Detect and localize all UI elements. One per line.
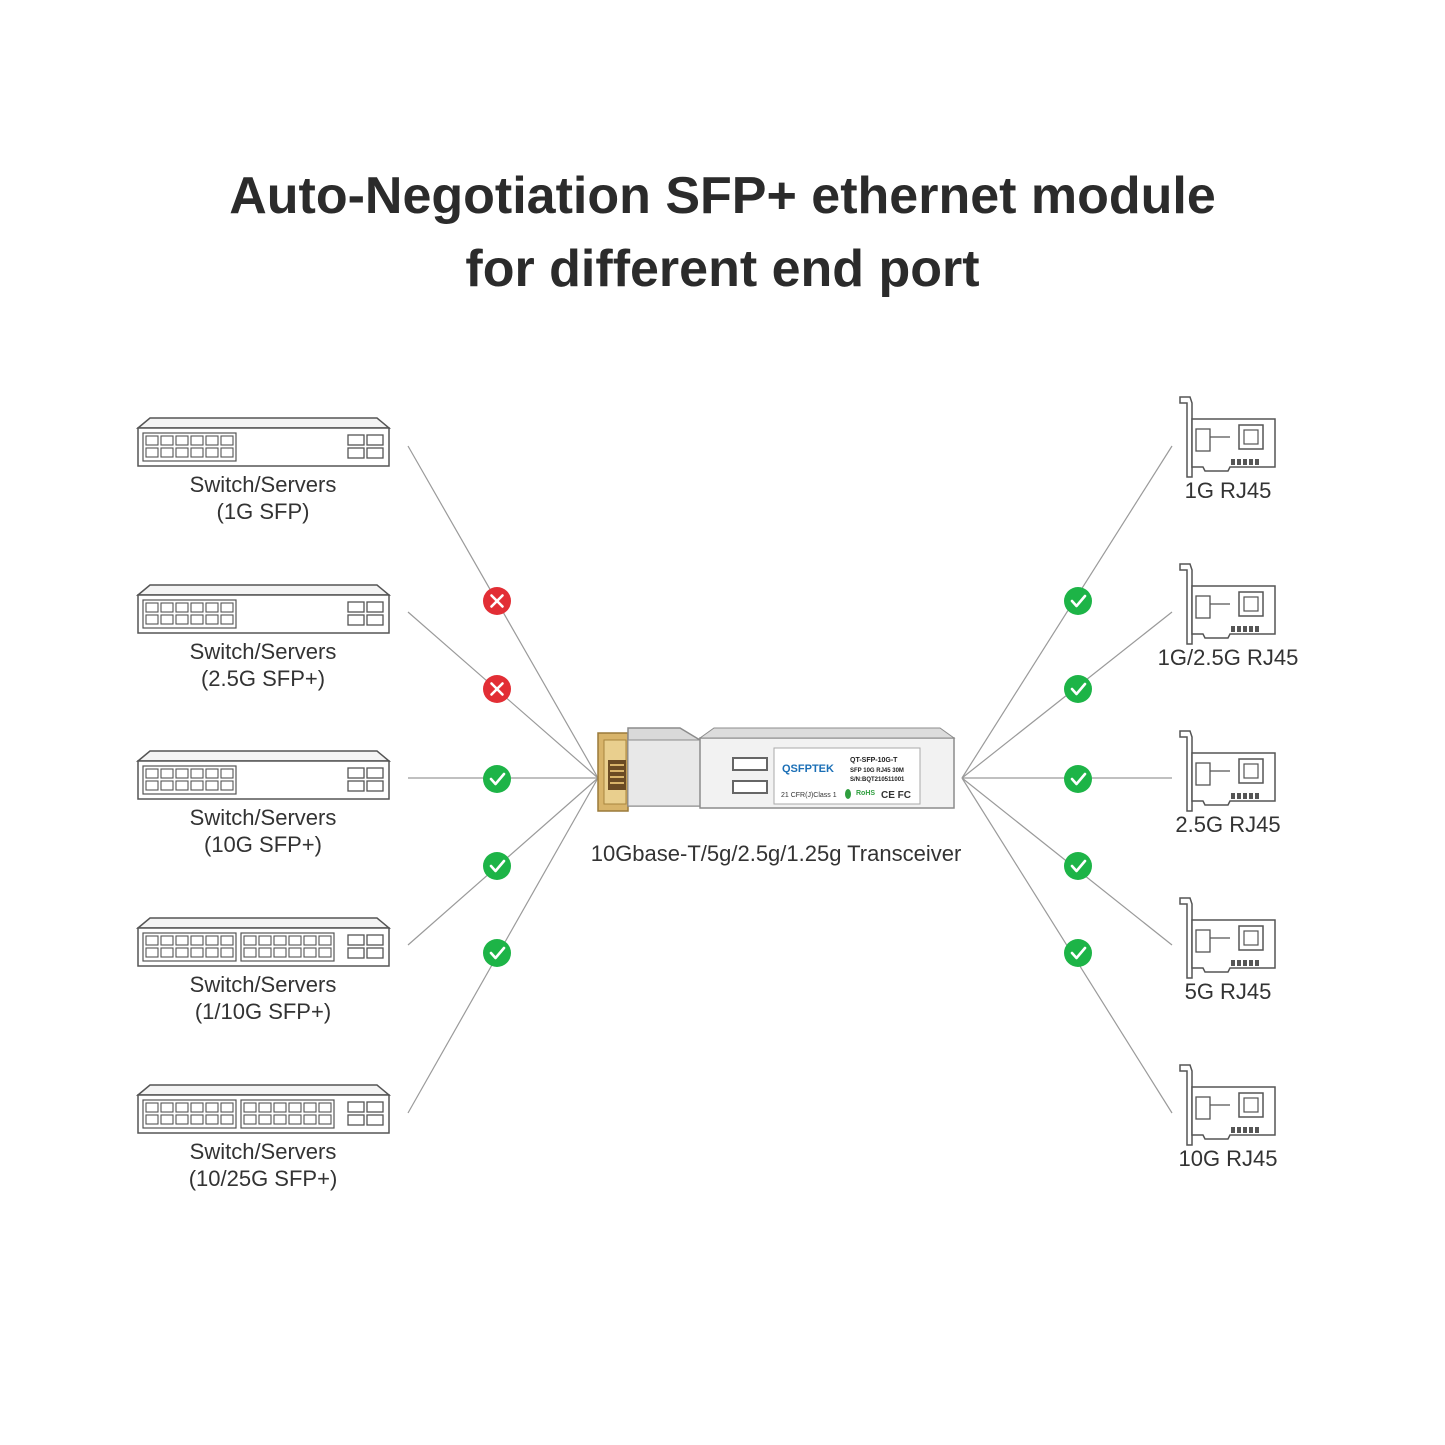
page-title: Auto-Negotiation SFP+ ethernet module fo… (0, 160, 1445, 306)
check-icon (1064, 939, 1092, 967)
nic-item: 1G RJ45 (1179, 396, 1276, 503)
check-icon (1064, 587, 1092, 615)
title-line-1: Auto-Negotiation SFP+ ethernet module (229, 167, 1216, 225)
network-card-icon (1179, 897, 1276, 979)
switch-item: Switch/Servers(10G SFP+) (135, 750, 392, 857)
check-icon (483, 765, 511, 793)
switch-label: Switch/Servers (190, 1139, 337, 1164)
module-spec: SFP 10G RJ45 30M (850, 768, 904, 774)
module-rohs: RoHS (856, 790, 875, 797)
switch-icon (135, 750, 392, 800)
module-brand: QSFPTEK (782, 763, 834, 775)
network-card-icon (1179, 563, 1276, 645)
switch-port-type: (10G SFP+) (204, 832, 322, 857)
switch-port-type: (1/10G SFP+) (195, 999, 331, 1024)
module-serial: S/N:BQT210511001 (850, 777, 905, 783)
network-card-icon (1179, 396, 1276, 478)
switch-port-type: (10/25G SFP+) (189, 1166, 338, 1191)
switch-icon (135, 917, 392, 967)
check-icon (1064, 852, 1092, 880)
nic-list: 1G RJ45 1G/2.5G RJ45 2.5G RJ45 5G RJ45 10G R… (1158, 396, 1299, 1171)
nic-item: 1G/2.5G RJ45 (1158, 563, 1299, 670)
nic-label: 10G RJ45 (1178, 1146, 1277, 1171)
nic-label: 1G/2.5G RJ45 (1158, 645, 1299, 670)
nic-label: 2.5G RJ45 (1175, 812, 1280, 837)
switch-list: Switch/Servers(1G SFP)Switch/Servers(2.5… (135, 417, 392, 1191)
title-line-2: for different end port (465, 240, 980, 298)
cross-icon (483, 587, 511, 615)
nic-label: 5G RJ45 (1185, 979, 1272, 1004)
check-icon (483, 939, 511, 967)
module-class-text: 21 CFR(J)Class 1 (781, 792, 837, 799)
connection-line (961, 445, 1173, 779)
nic-label: 1G RJ45 (1185, 478, 1272, 503)
switch-item: Switch/Servers(1G SFP) (135, 417, 392, 524)
check-icon (483, 852, 511, 880)
switch-item: Switch/Servers(2.5G SFP+) (135, 584, 392, 691)
module-part-number: QT-SFP-10G-T (850, 757, 898, 764)
module-cert: CE FC (881, 790, 911, 801)
network-card-icon (1179, 1064, 1276, 1146)
cross-icon (483, 675, 511, 703)
switch-label: Switch/Servers (190, 472, 337, 497)
switch-item: Switch/Servers(1/10G SFP+) (135, 917, 392, 1024)
sfp-module: QSFPTEK QT-SFP-10G-T SFP 10G RJ45 30M S/… (597, 727, 956, 812)
switch-label: Switch/Servers (190, 805, 337, 830)
nic-item: 10G RJ45 (1178, 1064, 1278, 1171)
switch-label: Switch/Servers (190, 639, 337, 664)
nic-item: 2.5G RJ45 (1175, 730, 1281, 837)
nic-item: 5G RJ45 (1179, 897, 1276, 1004)
switch-label: Switch/Servers (190, 972, 337, 997)
network-card-icon (1179, 730, 1276, 812)
check-icon (1064, 675, 1092, 703)
status-badges (483, 587, 1092, 967)
switch-icon (135, 1084, 392, 1134)
switch-icon (135, 584, 392, 634)
check-icon (1064, 765, 1092, 793)
switch-icon (135, 417, 392, 467)
switch-item: Switch/Servers(10/25G SFP+) (135, 1084, 392, 1191)
switch-port-type: (2.5G SFP+) (201, 666, 325, 691)
module-caption: 10Gbase-T/5g/2.5g/1.25g Transceiver (591, 841, 962, 866)
leaf-icon (845, 789, 851, 799)
switch-port-type: (1G SFP) (217, 499, 310, 524)
